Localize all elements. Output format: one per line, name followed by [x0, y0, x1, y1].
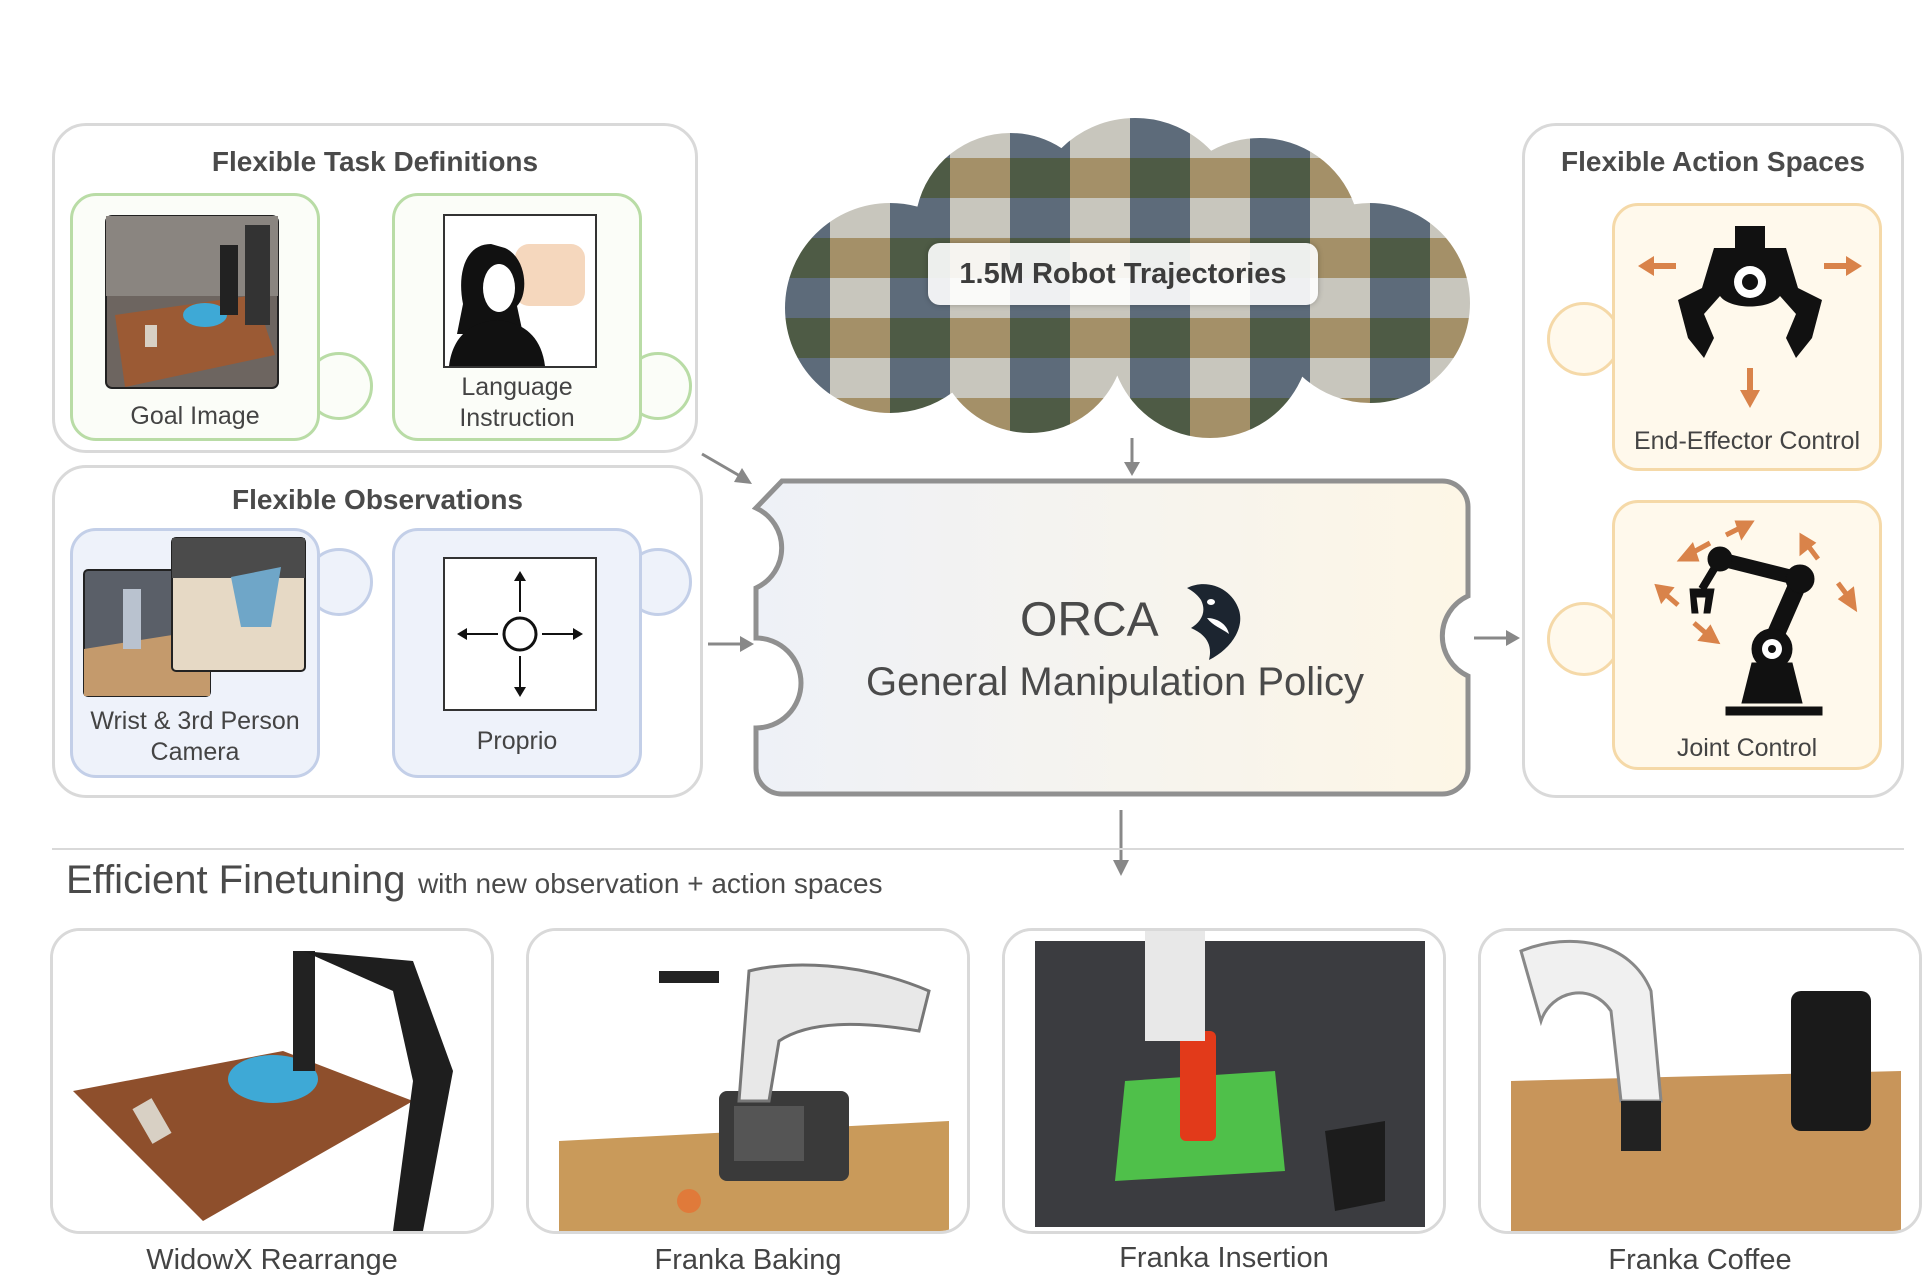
- gripper-icon: [1638, 226, 1862, 408]
- finetune-subtitle: with new observation + action spaces: [417, 868, 883, 899]
- joint-control-card: Joint Control: [1612, 500, 1882, 770]
- finetune-header: Efficient Finetuning with new observatio…: [66, 858, 883, 903]
- franka-coffee-photo: [1481, 931, 1919, 1231]
- task-photo-franka-insertion: [1002, 928, 1446, 1234]
- policy-subtitle: General Manipulation Policy: [865, 660, 1365, 704]
- goal-image-label: Goal Image: [130, 402, 260, 430]
- widowx-photo: [53, 931, 491, 1231]
- language-instruction-card: Language Instruction: [392, 193, 642, 441]
- joint-connector: [1547, 602, 1621, 676]
- arrow-policy-to-actions: [1474, 630, 1520, 646]
- action-spaces-title: Flexible Action Spaces: [1561, 146, 1865, 177]
- observations-title: Flexible Observations: [232, 484, 523, 515]
- robot-arm-icon: [1654, 520, 1858, 716]
- proprio-label: Proprio: [476, 727, 558, 755]
- arrow-obs-to-policy: [708, 636, 754, 652]
- task-label-widowx: WidowX Rearrange: [146, 1244, 398, 1276]
- ee-label: End-Effector Control: [1633, 427, 1861, 455]
- joint-label: Joint Control: [1676, 734, 1818, 762]
- cloud-label-box: [928, 243, 1318, 305]
- proprio-arrows-icon: [443, 557, 597, 711]
- goal-image-card: Goal Image: [70, 193, 320, 441]
- person-speech-icon: [443, 214, 597, 368]
- policy-title-row: ORCA: [1020, 578, 1247, 660]
- task-label-franka-insertion: Franka Insertion: [1119, 1242, 1329, 1274]
- third-person-camera-photo: [171, 537, 306, 672]
- task-photo-franka-baking: [526, 928, 970, 1234]
- end-effector-card: End-Effector Control: [1612, 203, 1882, 471]
- ee-connector: [1547, 302, 1621, 376]
- camera-label: Wrist & 3rd Person Camera: [90, 707, 300, 766]
- policy-name: ORCA: [1020, 593, 1159, 647]
- franka-baking-photo: [529, 931, 967, 1231]
- arrow-cloud-to-policy: [1124, 438, 1140, 476]
- cloud-label: 1.5M Robot Trajectories: [959, 258, 1287, 290]
- task-photo-widowx: [50, 928, 494, 1234]
- task-photo-franka-coffee: [1478, 928, 1922, 1234]
- arrow-policy-to-finetune: [1113, 810, 1129, 876]
- goal-image-photo: [105, 215, 279, 389]
- franka-insertion-photo: [1005, 931, 1443, 1231]
- policy-block: [752, 478, 1471, 797]
- task-label-franka-coffee: Franka Coffee: [1608, 1244, 1792, 1276]
- section-divider: [52, 848, 1904, 850]
- proprio-card: Proprio: [392, 528, 642, 778]
- finetune-title: Efficient Finetuning: [66, 858, 406, 902]
- task-definitions-title: Flexible Task Definitions: [211, 146, 539, 177]
- task-label-franka-baking: Franka Baking: [654, 1244, 842, 1276]
- arrow-task-to-policy: [701, 452, 752, 484]
- camera-card: Wrist & 3rd Person Camera: [70, 528, 320, 778]
- language-label: Language Instruction: [459, 373, 575, 432]
- orca-whale-icon: [1187, 584, 1241, 660]
